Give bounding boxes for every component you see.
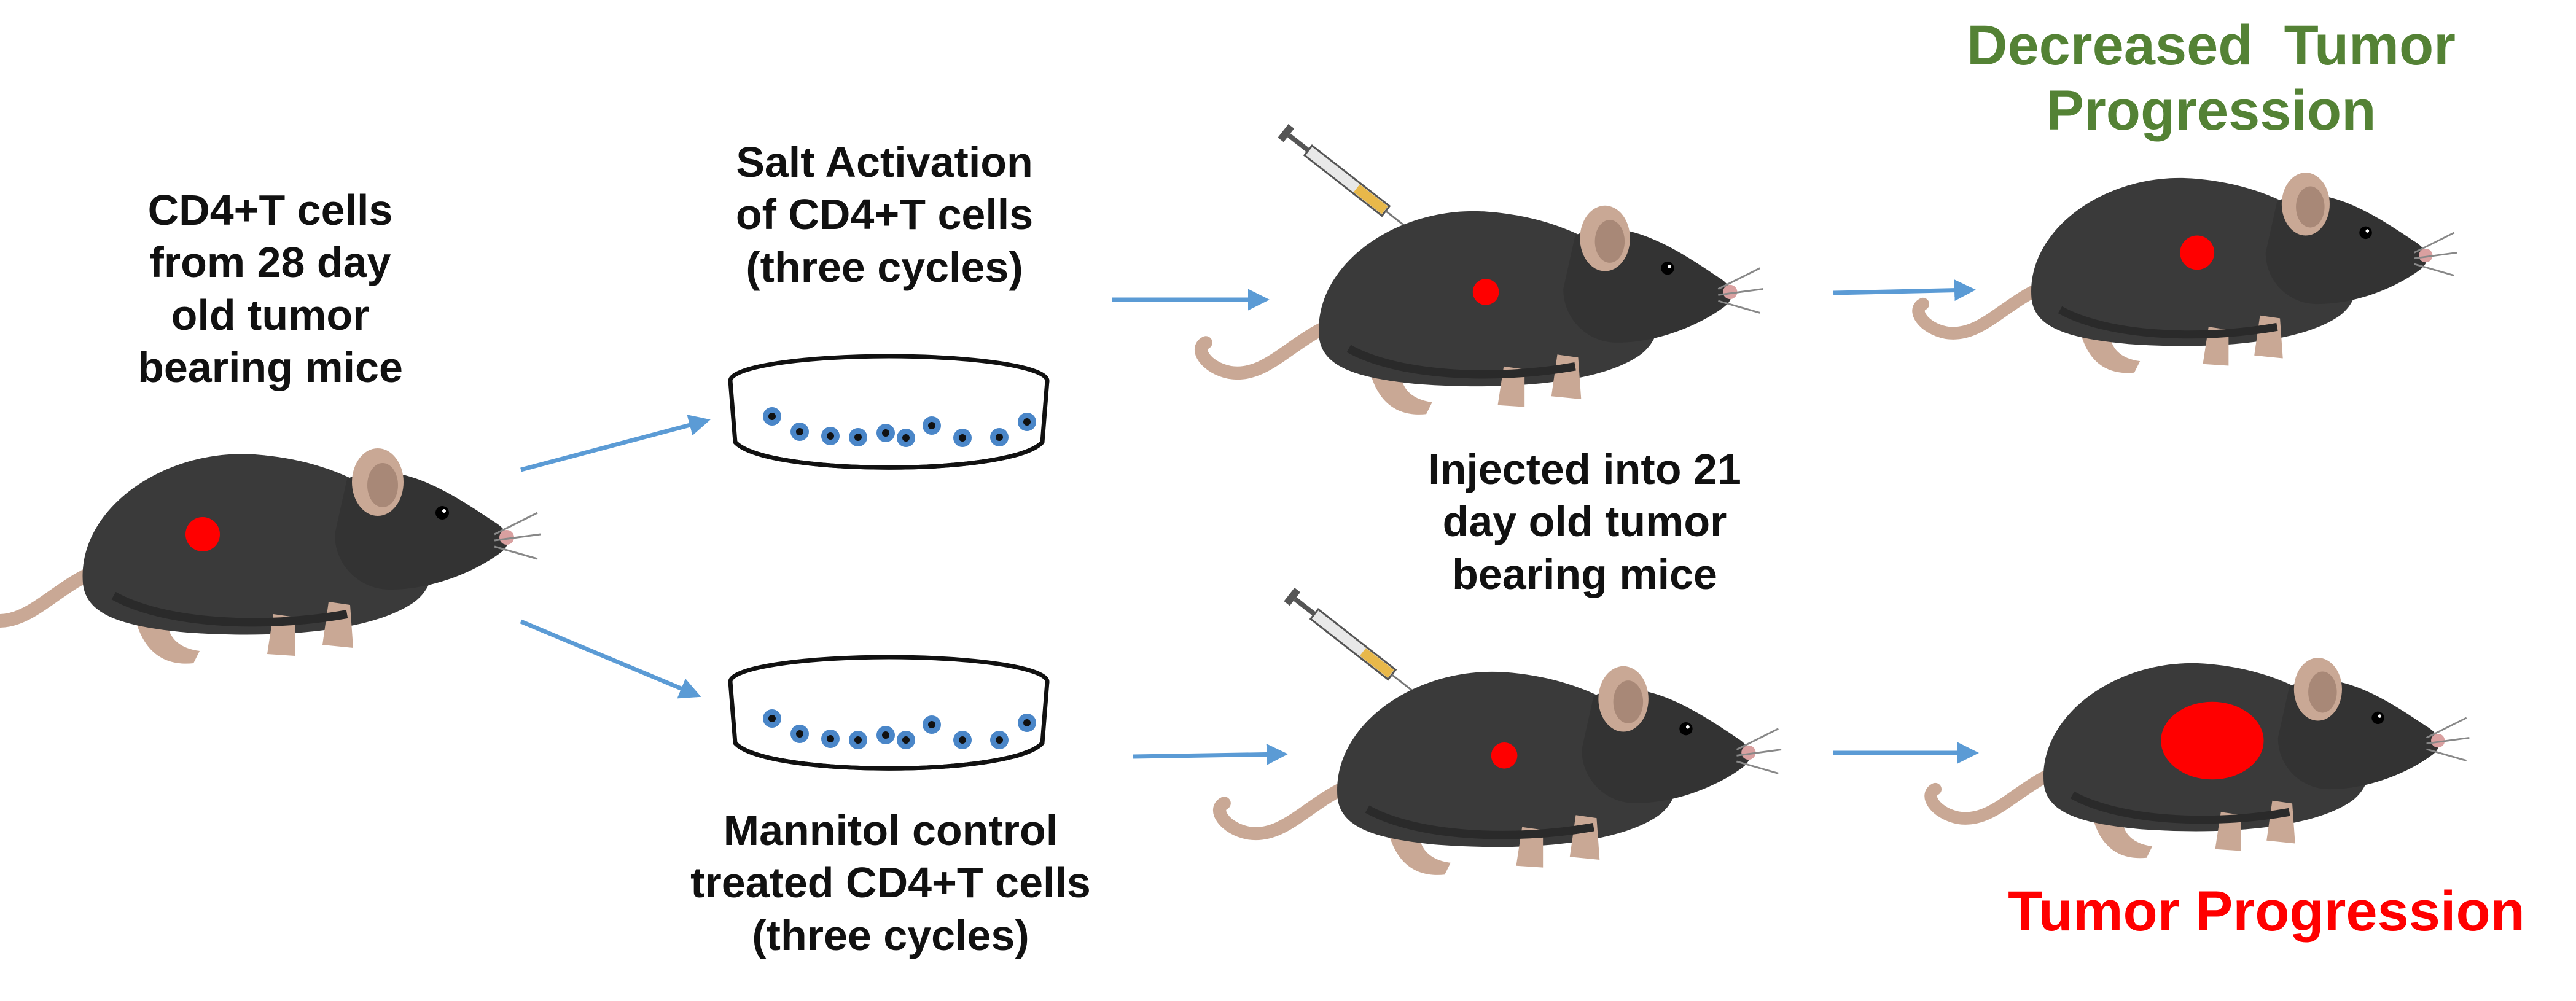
outcome-mouse-decreased-icon (1919, 173, 2457, 373)
label-line: day old tumor (1442, 497, 1727, 546)
label-line: bearing mice (138, 343, 403, 392)
label-line: Decreased Tumor (1967, 14, 2456, 77)
injected-mouse-top-icon (1201, 206, 1763, 415)
mannitol-petri-dish-icon (730, 657, 1047, 768)
tumor-marker (1472, 279, 1499, 305)
arrow-mannitol-to-injected-mouse (1133, 743, 1288, 765)
salt-petri-dish-icon (730, 356, 1047, 467)
label-line: old tumor (171, 290, 370, 339)
tumor-marker (1491, 742, 1518, 769)
decreased-progression-label: Decreased Tumor Progression (1916, 14, 2506, 144)
label-line: Salt Activation (736, 138, 1033, 186)
label-line: bearing mice (1452, 550, 1717, 598)
label-line: Progression (2046, 79, 2376, 142)
label-line: of CD4+T cells (735, 190, 1034, 239)
injection-label: Injected into 21 day old tumor bearing m… (1339, 443, 1830, 601)
source-mouse-icon (0, 448, 541, 664)
label-line: (three cycles) (746, 243, 1023, 291)
tumor-marker (2161, 701, 2264, 780)
arrow-source-to-salt (520, 415, 711, 472)
label-line: Tumor Progression (2008, 880, 2525, 943)
label-line: treated CD4+T cells (690, 859, 1091, 907)
salt-activation-label: Salt Activation of CD4+T cells (three cy… (657, 136, 1112, 294)
label-line: Mannitol control (723, 806, 1058, 854)
arrow-source-to-mannitol (520, 619, 701, 699)
label-line: from 28 day (149, 238, 391, 287)
label-line: (three cycles) (752, 911, 1029, 959)
arrow-top-to-outcome (1833, 279, 1976, 302)
label-line: CD4+T cells (147, 186, 393, 234)
tumor-progression-label: Tumor Progression (1959, 879, 2574, 945)
label-line: Injected into 21 (1428, 445, 1741, 493)
source-cells-label: CD4+T cells from 28 day old tumor bearin… (86, 184, 455, 394)
injected-mouse-bottom-icon (1220, 666, 1782, 875)
tumor-marker (2180, 235, 2215, 270)
outcome-mouse-progression-icon (1931, 658, 2470, 858)
tumor-marker (185, 517, 220, 551)
mannitol-control-label: Mannitol control treated CD4+T cells (th… (620, 804, 1161, 962)
